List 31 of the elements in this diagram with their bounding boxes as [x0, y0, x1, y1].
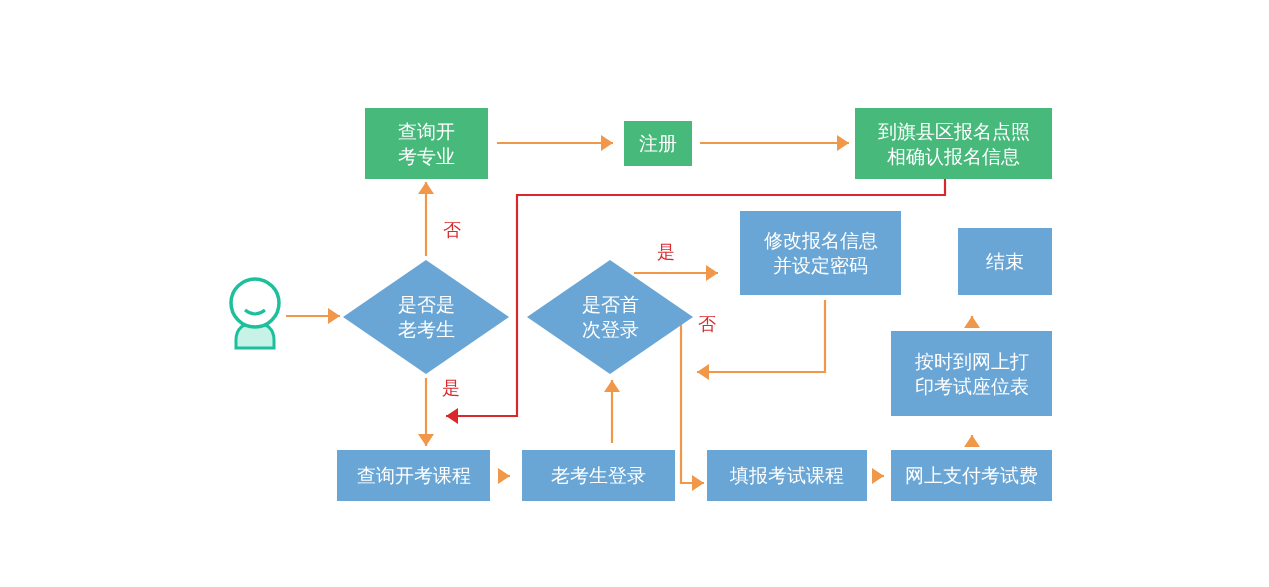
- arrow: [497, 135, 613, 151]
- process-box: 到旗县区报名点照相确认报名信息: [855, 108, 1052, 179]
- arrow: [964, 435, 980, 447]
- arrow: [872, 468, 884, 484]
- decision-diamond: 是否首次登录: [527, 260, 693, 374]
- arrow: [634, 265, 718, 281]
- decision-diamond: 是否是老考生: [343, 260, 509, 374]
- process-box: 老考生登录: [522, 450, 675, 501]
- process-box: 注册: [624, 121, 692, 166]
- arrow: [418, 378, 434, 446]
- process-box: 网上支付考试费: [891, 450, 1052, 501]
- edge-label: 否: [442, 220, 462, 240]
- arrow: [446, 179, 947, 424]
- arrow: [286, 308, 340, 324]
- process-box: 查询开考专业: [365, 108, 488, 179]
- edge-label: 否: [697, 314, 717, 334]
- edge-label: 是: [656, 242, 676, 262]
- process-box: 查询开考课程: [337, 450, 490, 501]
- arrow: [679, 322, 704, 491]
- arrow: [498, 468, 510, 484]
- arrow: [604, 380, 620, 443]
- process-box: 修改报名信息并设定密码: [740, 211, 901, 295]
- edge-label: 是: [441, 378, 461, 398]
- arrow: [964, 316, 980, 328]
- arrow: [697, 300, 827, 380]
- arrow: [700, 135, 849, 151]
- process-box: 结束: [958, 228, 1052, 295]
- person-icon: [228, 276, 282, 350]
- process-box: 按时到网上打印考试座位表: [891, 331, 1052, 416]
- process-box: 填报考试课程: [707, 450, 867, 501]
- arrow: [418, 182, 434, 256]
